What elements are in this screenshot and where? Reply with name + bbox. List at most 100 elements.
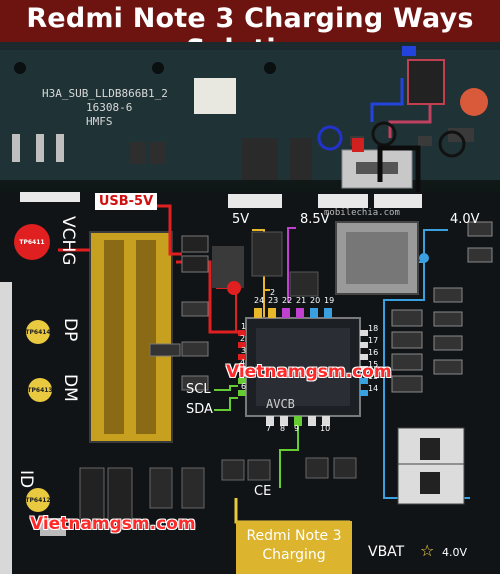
id-label: ID bbox=[16, 470, 36, 489]
pin-number: 19 bbox=[324, 296, 335, 305]
scl-label: SCL bbox=[186, 382, 211, 397]
sda-label: SDA bbox=[186, 402, 213, 417]
pin-number: 22 bbox=[282, 296, 293, 305]
frame-edge bbox=[0, 282, 12, 574]
charging-circuit-area: USB-5V TP6411 VCHG TP6414 DP TP6413 DM T… bbox=[0, 192, 500, 574]
watermark: Vietnamgsm.com bbox=[226, 362, 392, 382]
usb-pin-marker bbox=[352, 138, 364, 152]
usb-flex-connector bbox=[89, 231, 173, 443]
pad bbox=[36, 134, 44, 162]
pin-number: 1 bbox=[241, 322, 247, 331]
silkscreen-line: HMFS bbox=[86, 115, 113, 128]
marker-circle bbox=[371, 121, 397, 147]
rail-8v5-trace bbox=[287, 227, 296, 302]
silkscreen-line: H3A_SUB_LLDB866B1_2 bbox=[42, 87, 168, 100]
boost-inductor bbox=[251, 231, 283, 277]
pin-number: 15 bbox=[368, 360, 379, 369]
pad bbox=[56, 134, 64, 162]
smd-part bbox=[130, 142, 146, 164]
pin-number: 2 bbox=[270, 288, 276, 297]
sda-trace bbox=[214, 397, 238, 411]
vbat-trace bbox=[234, 498, 350, 524]
board-edge-strip bbox=[20, 192, 80, 202]
pin-number: 9 bbox=[294, 424, 300, 433]
mount-hole bbox=[264, 62, 276, 74]
blue-trace bbox=[370, 78, 404, 122]
title-banner: Redmi Note 3 Charging Ways Solution bbox=[0, 0, 500, 65]
dm-test-point: TP6413 bbox=[27, 378, 53, 402]
pin-number: 8 bbox=[280, 424, 286, 433]
vbat-label: VBAT bbox=[368, 544, 405, 560]
white-ic bbox=[194, 78, 236, 114]
ce-trace bbox=[279, 426, 299, 488]
sub-board-drawing bbox=[0, 46, 500, 192]
connector-marker bbox=[402, 46, 416, 56]
rail-4v0-trace bbox=[383, 262, 425, 472]
star-icon: ☆ bbox=[420, 541, 435, 560]
capacitor bbox=[289, 271, 319, 297]
junction-dot bbox=[227, 281, 241, 295]
smd-part bbox=[418, 136, 432, 146]
pin-number: 2 bbox=[240, 334, 246, 343]
usb-port-slot bbox=[356, 162, 398, 174]
dp-label: DP bbox=[60, 318, 80, 342]
pin-number: 20 bbox=[310, 296, 321, 305]
smd-part bbox=[290, 138, 312, 180]
usb-5v-trace bbox=[157, 204, 182, 256]
inductor-core bbox=[346, 232, 408, 284]
pin-number: 17 bbox=[368, 336, 379, 345]
rail-4v0-label: 4.0V bbox=[450, 212, 480, 227]
dm-label: DM bbox=[60, 374, 80, 402]
board-edge-strip bbox=[374, 194, 422, 208]
board-edge-strip bbox=[228, 194, 282, 208]
silkscreen-line: 16308-6 bbox=[86, 101, 133, 114]
sub-board-photo: H3A_SUB_LLDB866B1_2 16308-6 HMFS bbox=[0, 42, 500, 192]
circuit-drawing bbox=[0, 192, 493, 574]
pin-number: 10 bbox=[320, 424, 331, 433]
smd-part bbox=[242, 138, 278, 180]
caption-line: Charging bbox=[262, 547, 326, 563]
pin-number: 7 bbox=[266, 424, 272, 433]
marker-circle bbox=[317, 125, 343, 151]
rail-5v-label: 5V bbox=[232, 212, 250, 227]
pin-number: 4 bbox=[240, 358, 246, 367]
pin-number: 23 bbox=[268, 296, 279, 305]
usb-5v-label: USB-5V bbox=[95, 193, 157, 210]
mount-hole bbox=[14, 62, 26, 74]
red-trace bbox=[388, 104, 432, 138]
ce-label: CE bbox=[254, 484, 272, 499]
caption-line: Redmi Note 3 bbox=[246, 528, 342, 544]
ic-marking: AVCB bbox=[266, 397, 295, 411]
marker-circle bbox=[438, 130, 466, 158]
vchg-label: VCHG bbox=[58, 216, 78, 266]
watermark: Vietnamgsm.com bbox=[30, 514, 196, 534]
overlay-watermark: mobilechia.com bbox=[324, 208, 400, 218]
black-trace bbox=[377, 145, 421, 192]
connector-pin-column bbox=[104, 240, 124, 434]
ic-pins bbox=[238, 308, 368, 426]
caption-box: Redmi Note 3 Charging bbox=[236, 521, 352, 574]
junction-dot bbox=[419, 253, 429, 263]
connector-pin-column bbox=[136, 240, 156, 434]
scl-trace bbox=[214, 385, 238, 391]
pin-number: 21 bbox=[296, 296, 307, 305]
inductor bbox=[212, 246, 244, 288]
id-test-point: TP6412 bbox=[25, 488, 51, 512]
capacitor bbox=[181, 235, 209, 253]
battery-fet-die bbox=[420, 438, 440, 460]
board-connector bbox=[407, 59, 445, 105]
capacitor bbox=[181, 255, 209, 273]
vbat-value: 4.0V bbox=[442, 546, 468, 559]
pin-number: 3 bbox=[241, 346, 247, 355]
rail-8v5-label: 8.5V bbox=[300, 212, 330, 227]
bottom-passives bbox=[40, 301, 357, 536]
battery-fet-die bbox=[420, 472, 440, 494]
board-edge-strip bbox=[318, 194, 368, 208]
vibration-motor bbox=[460, 88, 488, 116]
pin-number: 6 bbox=[241, 382, 247, 391]
mount-hole bbox=[152, 62, 164, 74]
pin-number: 16 bbox=[368, 348, 379, 357]
pin-number: 24 bbox=[254, 296, 265, 305]
pin-number: 14 bbox=[368, 384, 379, 393]
